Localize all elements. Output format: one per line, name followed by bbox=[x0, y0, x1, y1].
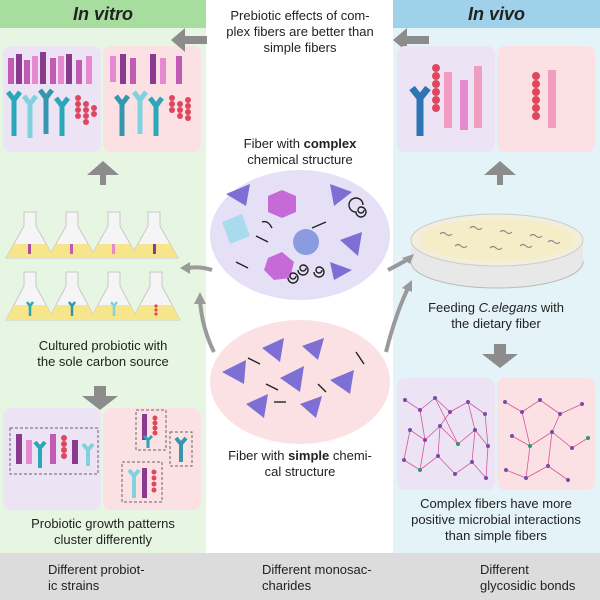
complex-label-post: chemical structure bbox=[247, 152, 353, 167]
flask-group bbox=[5, 211, 181, 321]
cluster-complex bbox=[9, 427, 99, 475]
left-top-arrow bbox=[171, 28, 207, 52]
legend-bar bbox=[0, 553, 600, 600]
down-arrow-left bbox=[82, 386, 118, 410]
interaction-caption: Complex fibers have more positive microb… bbox=[411, 496, 581, 543]
in-vitro-header: In vitro bbox=[0, 0, 206, 28]
growth-pattern-caption: Probiotic growth patterns cluster differ… bbox=[31, 516, 175, 547]
simple-label-pre: Fiber with bbox=[228, 448, 289, 463]
strain-bars-simple bbox=[110, 54, 191, 136]
invivo-complex-strains bbox=[409, 64, 482, 136]
complex-label-pre: Fiber with bbox=[243, 136, 304, 151]
simple-label-bold: simple bbox=[288, 448, 330, 463]
down-arrow-right bbox=[482, 344, 518, 368]
top-caption: Prebiotic effects of com- plex fibers ar… bbox=[226, 8, 374, 55]
strain-bars-complex bbox=[6, 52, 97, 138]
simple-label-post: chemi- cal structure bbox=[264, 448, 372, 479]
invivo-simple-strains bbox=[532, 70, 556, 128]
network-complex-box bbox=[397, 378, 495, 490]
right-top-arrow bbox=[393, 28, 429, 52]
feeding-organism: C.elegans bbox=[478, 300, 538, 315]
petri-dish bbox=[410, 213, 584, 289]
complex-fiber-label: Fiber with complex chemical structure bbox=[214, 136, 386, 168]
complex-bonds bbox=[235, 197, 367, 284]
network-complex-nodes bbox=[402, 396, 490, 480]
cluster-simple bbox=[121, 409, 193, 503]
invivo-simple-box bbox=[497, 46, 595, 152]
up-arrow-right bbox=[484, 161, 516, 185]
cultured-probiotic-caption: Cultured probiotic with the sole carbon … bbox=[37, 338, 169, 369]
curve-arrow-simple-left bbox=[198, 299, 216, 353]
legend-bonds: Different glycosidic bonds bbox=[480, 562, 576, 593]
curve-arrow-complex-left bbox=[187, 265, 213, 272]
simple-monosaccharides bbox=[222, 338, 354, 418]
network-simple-box bbox=[497, 378, 595, 490]
network-simple-nodes bbox=[503, 398, 590, 482]
simple-cluster-box bbox=[103, 408, 201, 510]
in-vivo-header: In vivo bbox=[393, 0, 600, 28]
up-arrow-left bbox=[87, 161, 119, 185]
legend-strains: Different probiot- ic strains bbox=[48, 562, 145, 593]
simple-fiber-label: Fiber with simple chemi- cal structure bbox=[214, 448, 386, 480]
complex-monosaccharides bbox=[222, 184, 362, 280]
feeding-post: with the dietary fiber bbox=[451, 300, 564, 331]
legend-monosaccharides: Different monosac- charides bbox=[262, 562, 372, 593]
feeding-caption: Feeding C.elegans with the dietary fiber bbox=[396, 300, 596, 332]
simple-bonds bbox=[247, 351, 365, 403]
feeding-pre: Feeding bbox=[428, 300, 479, 315]
complex-label-bold: complex bbox=[303, 136, 357, 151]
